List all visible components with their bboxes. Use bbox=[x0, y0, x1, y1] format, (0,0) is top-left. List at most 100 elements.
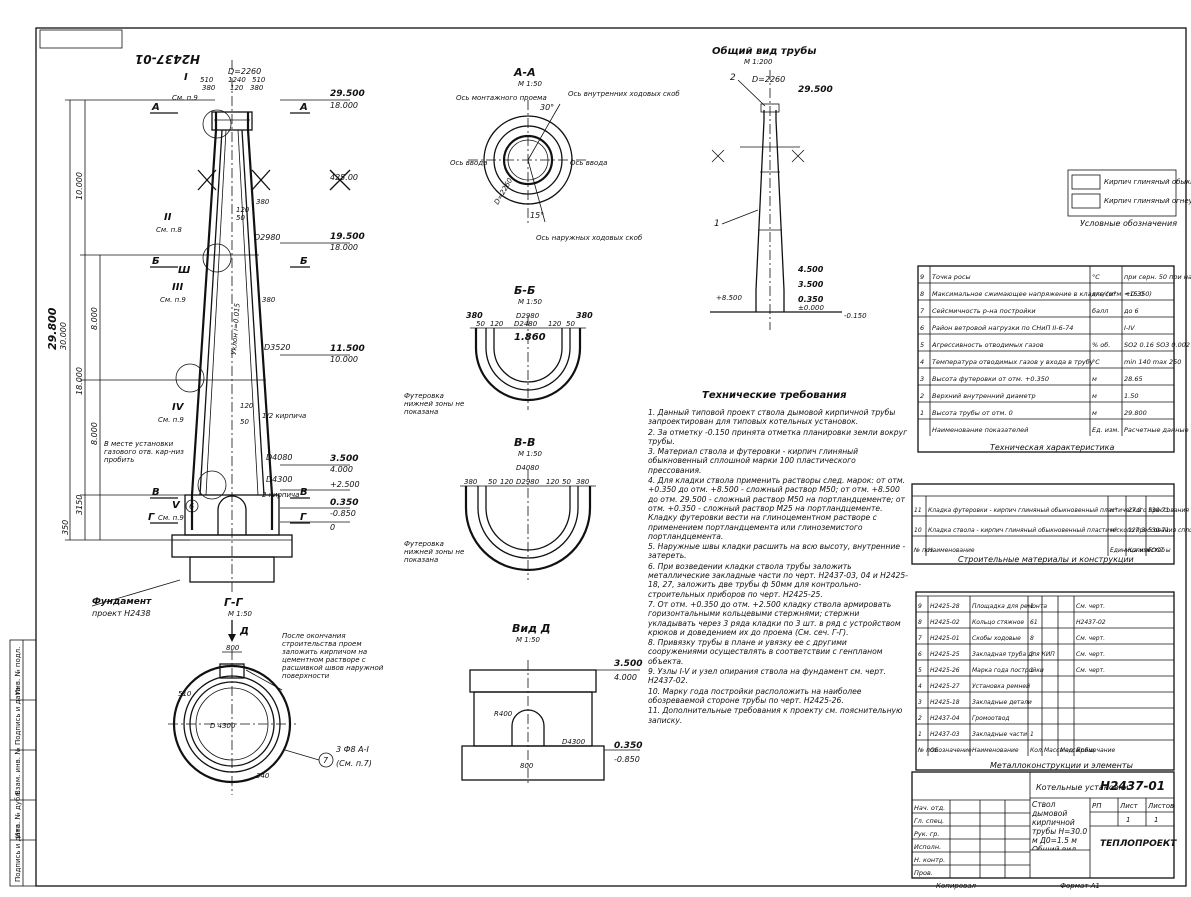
elevation-mark: 11.500 bbox=[330, 344, 365, 354]
table-cell: 11 bbox=[914, 507, 922, 514]
table-cell: °С bbox=[1092, 273, 1100, 281]
legend: Кирпич глиняный обыкновенный Кирпич глин… bbox=[1067, 169, 1191, 228]
cut-label: Г bbox=[148, 512, 155, 523]
table-cell: Закладные детали bbox=[972, 699, 1032, 706]
section-mark: II bbox=[164, 212, 172, 223]
table-cell: Н2425-01 bbox=[930, 635, 960, 642]
cut-label: А bbox=[151, 102, 160, 113]
dim-label: 380 bbox=[262, 296, 276, 304]
top-diameter: D=2260 bbox=[228, 67, 261, 76]
side-stamp-label: Подпись и дата bbox=[14, 824, 22, 882]
tech-req-item: 4. Для кладки ствола применить растворы … bbox=[648, 476, 905, 541]
table-cell: Высота трубы от отм. 0 bbox=[932, 409, 1013, 417]
callout-number: 2 bbox=[730, 73, 736, 83]
table-cell: Скобы ходовые bbox=[972, 635, 1021, 642]
table-cell: Верхний внутренний диаметр bbox=[932, 392, 1036, 400]
foundation-label: Фундамент bbox=[92, 597, 152, 607]
table-cell: Н2437-03 bbox=[930, 731, 960, 738]
dim-label: 120 bbox=[240, 402, 254, 410]
table-cell: до 6 bbox=[1123, 307, 1139, 315]
tech-req-item: 5. Наружные швы кладки расшить на всю вы… bbox=[648, 542, 906, 561]
axis-label: Ось ввода bbox=[450, 159, 487, 167]
table-cell: 1 bbox=[920, 409, 924, 417]
view-arrow-label: Д bbox=[239, 626, 249, 637]
elevation-mark-old: 10.000 bbox=[330, 355, 358, 364]
table-cell: кгс/см² bbox=[1092, 290, 1117, 298]
legend-caption: Условные обозначения bbox=[1080, 219, 1177, 228]
dim-label: 350 bbox=[61, 520, 70, 535]
slope-label: Уклон i=0.015 bbox=[230, 302, 242, 355]
tech-req-item: 11. Дополнительные требования к проекту … bbox=[648, 706, 903, 725]
section-title: Г-Г bbox=[224, 596, 244, 609]
table-cell: 10 bbox=[914, 527, 922, 534]
tech-req-item: 3. Материал ствола и футеровки - кирпич … bbox=[648, 447, 859, 475]
table-cell: 2 bbox=[920, 392, 924, 400]
table-cell: Кладка футеровки - кирпич глиняный обыкн… bbox=[928, 507, 1191, 514]
footer-copied: Копировал bbox=[936, 882, 977, 890]
table-cell: Район ветровой нагрузки по СНиП II-6-74 bbox=[932, 324, 1073, 332]
dim-label: 380 bbox=[256, 198, 270, 206]
table-cell: м³ bbox=[1110, 527, 1118, 534]
sheet-label: Лист bbox=[1119, 802, 1139, 810]
diameter-label: D4300 bbox=[562, 738, 586, 746]
dim-label: D2480 bbox=[514, 320, 538, 328]
dim-label: 380 bbox=[466, 311, 483, 320]
dim-label: 50 bbox=[476, 320, 485, 328]
table-cell: 530-71 bbox=[1148, 527, 1169, 534]
table-cell: Масса общ. bbox=[1060, 747, 1096, 754]
table-cell: Н2425-25 bbox=[930, 651, 960, 658]
table-cell: min 140 max 250 bbox=[1124, 358, 1181, 366]
table-cell: Кольцо стяжное bbox=[972, 619, 1024, 626]
dim-label: 800 bbox=[520, 762, 534, 770]
table-cell: Сейсмичность р-на постройки bbox=[932, 307, 1036, 315]
table-cell: I-IV bbox=[1124, 324, 1135, 332]
axis-label: Ось монтажного проема bbox=[456, 94, 547, 102]
elevation-labels: D=2260 510 1240 510 380 120 380 29.500 1… bbox=[46, 67, 365, 618]
table-cell: 1.50 bbox=[1124, 392, 1138, 400]
elevation-mark: -0.150 bbox=[844, 312, 867, 320]
table-cell: 8 bbox=[920, 290, 924, 298]
table-cell: 8 bbox=[1030, 635, 1034, 642]
callout-circle bbox=[185, 499, 199, 513]
dim-label: 1.860 bbox=[514, 332, 546, 343]
top-diameter: D=2260 bbox=[752, 75, 785, 84]
diameter-label: D3520 bbox=[264, 343, 291, 352]
table-cell: % об. bbox=[1092, 341, 1110, 349]
view-title: Вид Д bbox=[512, 622, 551, 635]
cut-label: В bbox=[300, 487, 308, 498]
tech-req-list: 1. Данный типовой проект ствола дымовой … bbox=[648, 408, 908, 725]
table-cell: 28.65 bbox=[1124, 375, 1143, 383]
title-block: Нач. отд.Гл. спец.Рук. гр.Исполн.Н. конт… bbox=[911, 771, 1177, 890]
table-cell: Единица изм. bbox=[1110, 547, 1153, 554]
role-label: Гл. спец. bbox=[914, 817, 944, 825]
table-cell: 2 bbox=[1030, 651, 1034, 658]
dim-label: 50 bbox=[240, 418, 249, 426]
section-title: Б-Б bbox=[514, 284, 535, 297]
table-cell: <15.0 bbox=[1124, 290, 1144, 298]
table-cell: Масса ед. кг bbox=[1044, 747, 1084, 754]
lining-note: Футеровка нижней зоны не показана bbox=[404, 540, 464, 564]
table-cell: 61 bbox=[1030, 619, 1038, 626]
title-code: Н2437-01 bbox=[1100, 779, 1165, 793]
cut-label: Г bbox=[300, 512, 307, 523]
cut-label: Б bbox=[300, 256, 308, 267]
table-cell: См. черт. bbox=[1076, 603, 1105, 610]
rebar-spec: 3 Ф8 А-I bbox=[336, 745, 370, 754]
table-cell: ГОСТ ы bbox=[1148, 547, 1171, 554]
table-caption: Металлоконструкции и элементы bbox=[990, 761, 1133, 770]
tech-req-item: 7. От отм. +0.350 до отм. +2.500 кладку … bbox=[648, 599, 901, 637]
footer-format: Формат А1 bbox=[1060, 882, 1100, 890]
table-caption: Строительные материалы и конструкции bbox=[958, 555, 1134, 564]
total-height: 29.800 bbox=[46, 307, 59, 350]
project-name: Котельные установки bbox=[1036, 783, 1129, 792]
table-cell: Н2425-02 bbox=[930, 619, 960, 626]
dim-label: 800 bbox=[226, 644, 240, 652]
dim-label: 380 bbox=[202, 84, 216, 92]
section-aa: А-А М 1:50 Ось монтажного проема Ось вну… bbox=[450, 66, 680, 242]
elevation-mark-old: -0.850 bbox=[330, 509, 356, 518]
table-cell: Марка года постройки bbox=[972, 667, 1044, 674]
table-cell: 4 bbox=[918, 683, 922, 690]
